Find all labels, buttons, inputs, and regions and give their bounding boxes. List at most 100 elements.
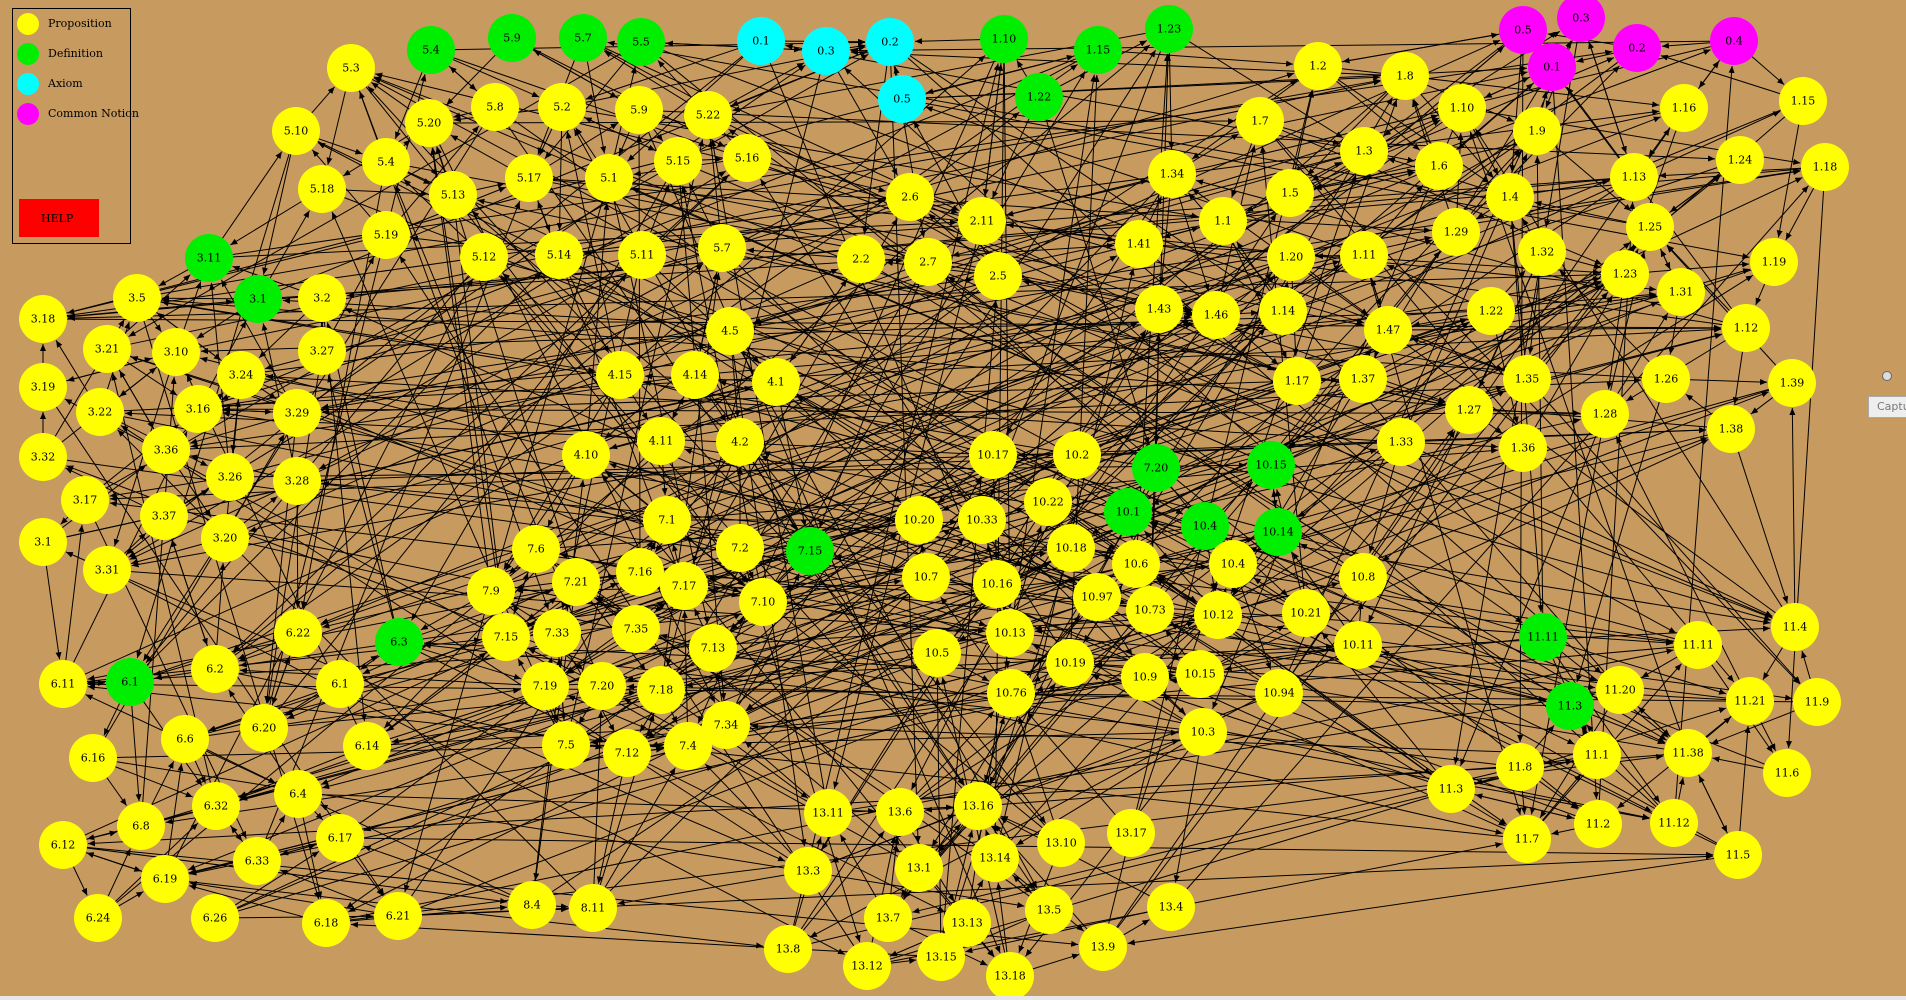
node-circle[interactable] [19,295,67,343]
node-circle[interactable] [1415,142,1463,190]
proposition-node[interactable]: 10.18 [1047,524,1095,572]
node-circle[interactable] [191,894,239,942]
node-circle[interactable] [1528,43,1576,91]
node-circle[interactable] [1513,107,1561,155]
definition-node[interactable]: 7.15 [786,527,834,575]
proposition-node[interactable]: 5.15 [654,137,702,185]
proposition-node[interactable]: 6.20 [240,704,288,752]
proposition-node[interactable]: 6.26 [191,894,239,942]
axiom-node[interactable]: 0.2 [866,18,914,66]
node-circle[interactable] [206,453,254,501]
node-circle[interactable] [174,385,222,433]
proposition-node[interactable]: 13.12 [843,942,891,990]
proposition-node[interactable]: 3.32 [19,433,67,481]
node-circle[interactable] [1596,666,1644,714]
node-circle[interactable] [1779,77,1827,125]
proposition-node[interactable]: 7.13 [689,624,737,672]
proposition-node[interactable]: 3.26 [206,453,254,501]
node-circle[interactable] [987,669,1035,717]
definition-node[interactable]: 10.4 [1181,502,1229,550]
proposition-node[interactable]: 3.5 [113,274,161,322]
node-circle[interactable] [1209,540,1257,588]
node-circle[interactable] [1613,24,1661,72]
node-circle[interactable] [986,609,1034,657]
node-circle[interactable] [407,26,455,74]
proposition-node[interactable]: 10.11 [1334,621,1382,669]
proposition-node[interactable]: 7.18 [637,666,685,714]
node-circle[interactable] [723,134,771,182]
node-circle[interactable] [362,138,410,186]
proposition-node[interactable]: 3.31 [83,546,131,594]
proposition-node[interactable]: 8.4 [508,881,556,929]
axiom-node[interactable]: 0.3 [802,27,850,75]
node-circle[interactable] [508,881,556,929]
node-circle[interactable] [1074,26,1122,74]
node-circle[interactable] [1716,136,1764,184]
proposition-node[interactable]: 5.22 [684,91,732,139]
proposition-node[interactable]: 1.47 [1364,306,1412,354]
bottom-scrollbar[interactable] [0,996,1906,1000]
proposition-node[interactable]: 4.1 [752,358,800,406]
node-circle[interactable] [1282,589,1330,637]
node-circle[interactable] [804,789,852,837]
node-circle[interactable] [1126,586,1174,634]
proposition-node[interactable]: 13.7 [864,894,912,942]
proposition-node[interactable]: 1.15 [1779,77,1827,125]
node-circle[interactable] [1427,765,1475,813]
definition-node[interactable]: 6.3 [375,618,423,666]
node-circle[interactable] [1259,287,1307,335]
proposition-node[interactable]: 7.15 [482,613,530,661]
node-circle[interactable] [843,942,891,990]
node-circle[interactable] [142,426,190,474]
proposition-node[interactable]: 10.21 [1282,589,1330,637]
node-circle[interactable] [702,701,750,749]
proposition-node[interactable]: 5.9 [615,86,663,134]
node-circle[interactable] [113,274,161,322]
proposition-node[interactable]: 11.2 [1574,800,1622,848]
node-circle[interactable] [974,252,1022,300]
node-circle[interactable] [1496,743,1544,791]
proposition-node[interactable]: 1.16 [1660,84,1708,132]
proposition-node[interactable]: 1.6 [1415,142,1463,190]
node-circle[interactable] [106,658,154,706]
proposition-node[interactable]: 1.37 [1339,355,1387,403]
node-circle[interactable] [1192,291,1240,339]
proposition-node[interactable]: 10.5 [913,629,961,677]
proposition-node[interactable]: 11.21 [1726,677,1774,725]
proposition-node[interactable]: 11.3 [1427,765,1475,813]
node-circle[interactable] [954,782,1002,830]
node-circle[interactable] [83,325,131,373]
node-circle[interactable] [654,137,702,185]
axiom-node[interactable]: 0.5 [878,75,926,123]
node-circle[interactable] [302,899,350,947]
node-circle[interactable] [1714,831,1762,879]
proposition-node[interactable]: 7.20 [578,662,626,710]
node-circle[interactable] [152,328,200,376]
node-circle[interactable] [274,770,322,818]
proposition-node[interactable]: 7.10 [739,578,787,626]
node-circle[interactable] [886,173,934,221]
proposition-node[interactable]: 7.9 [467,567,515,615]
node-circle[interactable] [1024,478,1072,526]
proposition-node[interactable]: 1.26 [1642,355,1690,403]
node-circle[interactable] [272,107,320,155]
node-circle[interactable] [201,514,249,562]
proposition-node[interactable]: 13.16 [954,782,1002,830]
node-circle[interactable] [19,363,67,411]
node-circle[interactable] [603,729,651,777]
proposition-node[interactable]: 10.15 [1176,650,1224,698]
node-circle[interactable] [902,553,950,601]
proposition-node[interactable]: 13.4 [1147,883,1195,931]
node-circle[interactable] [471,83,519,131]
proposition-node[interactable]: 10.4 [1209,540,1257,588]
proposition-node[interactable]: 11.7 [1503,815,1551,863]
proposition-node[interactable]: 1.41 [1115,220,1163,268]
proposition-node[interactable]: 3.10 [152,328,200,376]
proposition-node[interactable]: 1.10 [1438,84,1486,132]
proposition-node[interactable]: 5.16 [723,134,771,182]
node-circle[interactable] [562,431,610,479]
node-circle[interactable] [429,171,477,219]
node-circle[interactable] [1273,357,1321,405]
proposition-node[interactable]: 10.19 [1046,639,1094,687]
proposition-node[interactable]: 13.6 [876,788,924,836]
